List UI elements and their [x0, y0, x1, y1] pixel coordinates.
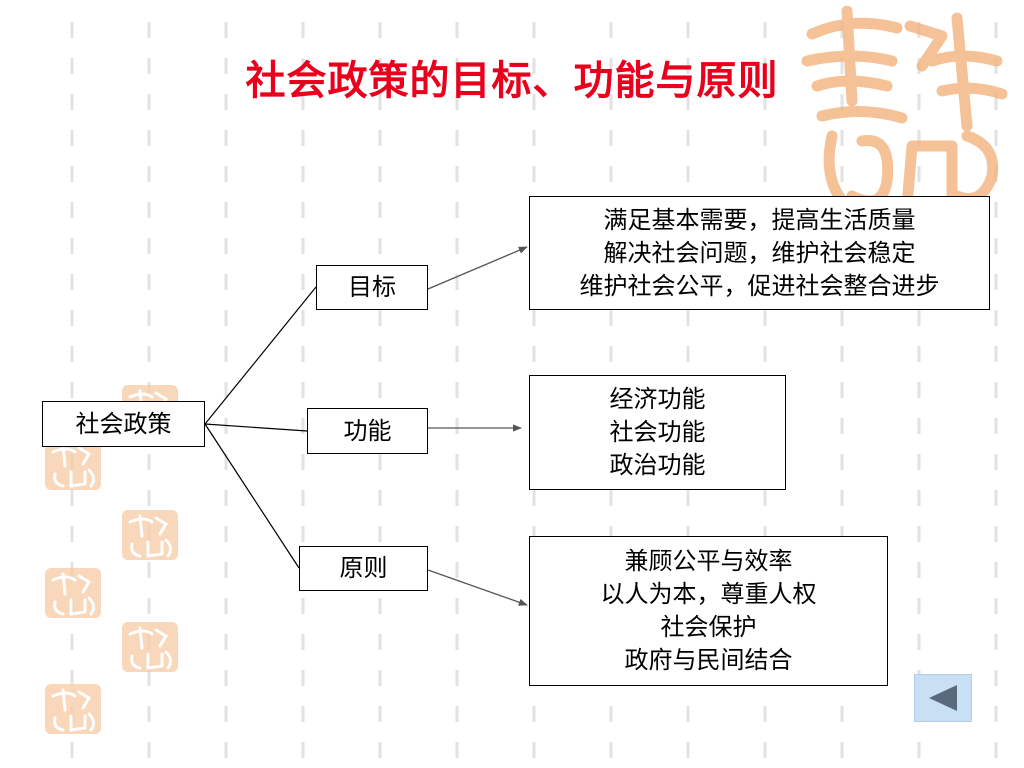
principle-detail-line: 政府与民间结合 — [624, 646, 793, 674]
connector-root-principle — [204, 423, 300, 569]
branch-label-function: 功能 — [343, 416, 392, 445]
goal-detail-line: 解决社会问题，维护社会稳定 — [603, 238, 916, 267]
function-detail-line: 社会功能 — [609, 418, 706, 446]
branch-label-principle: 原则 — [339, 554, 388, 582]
root-node-social-policy: 社会政策 — [42, 401, 205, 447]
arrow-goal-to-details — [427, 246, 528, 290]
page-title: 社会政策的目标、功能与原则 — [245, 58, 779, 104]
back-button[interactable] — [914, 674, 972, 722]
connector-root-function — [204, 423, 308, 432]
goal-detail-line: 满足基本需要，提高生活质量 — [603, 205, 916, 234]
principle-detail-line: 社会保护 — [660, 613, 757, 641]
function-detail-line: 政治功能 — [609, 451, 706, 479]
branch-node-goal: 目标 — [316, 265, 428, 310]
branch-node-function: 功能 — [307, 408, 428, 454]
detail-box-goal: 满足基本需要，提高生活质量 解决社会问题，维护社会稳定 维护社会公平，促进社会整… — [529, 196, 990, 310]
goal-detail-line: 维护社会公平，促进社会整合进步 — [579, 271, 940, 300]
branch-label-goal: 目标 — [348, 273, 396, 301]
detail-box-function: 经济功能 社会功能 政治功能 — [529, 375, 786, 490]
principle-detail-line: 兼顾公平与效率 — [624, 547, 793, 575]
arrow-principle-to-details — [427, 569, 528, 606]
root-node-label: 社会政策 — [75, 409, 172, 438]
detail-box-principle: 兼顾公平与效率 以人为本，尊重人权 社会保护 政府与民间结合 — [529, 536, 888, 686]
branch-node-principle: 原则 — [299, 546, 428, 591]
principle-detail-line: 以人为本，尊重人权 — [600, 580, 817, 608]
connector-root-goal — [204, 286, 317, 425]
triangle-left-icon — [929, 685, 957, 711]
function-detail-line: 经济功能 — [609, 385, 706, 413]
